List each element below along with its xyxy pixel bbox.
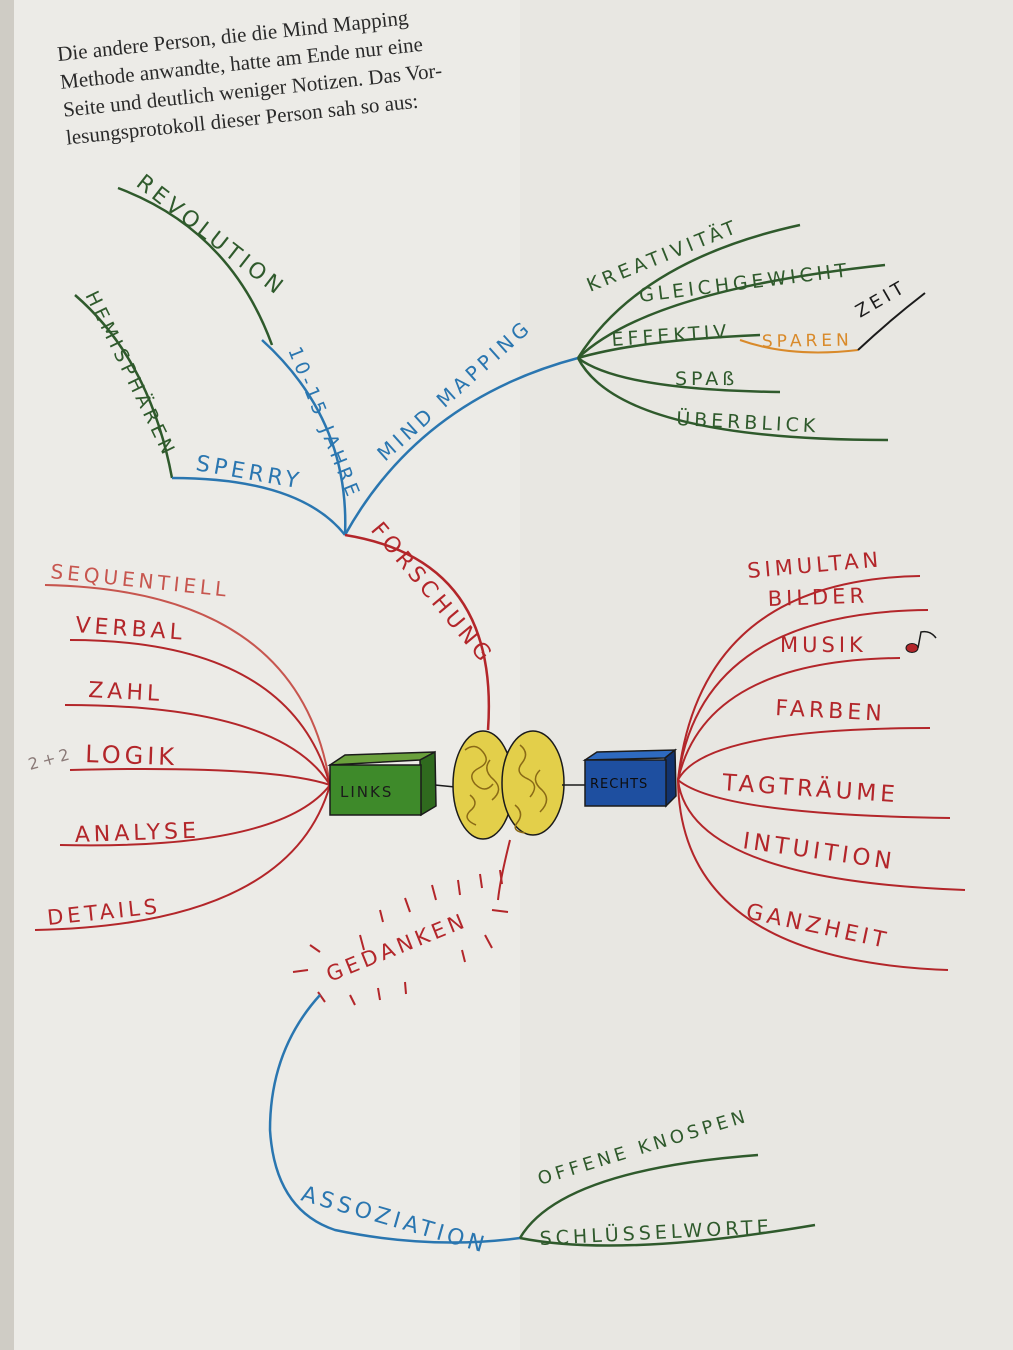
label-bilder: BILDER [767, 584, 868, 611]
music-note-icon [905, 630, 937, 653]
branch-kreativitaet [576, 223, 801, 359]
label-logik: LOGIK [85, 740, 179, 771]
label-farben: FARBEN [775, 696, 887, 727]
branch-assoziation [268, 994, 521, 1244]
branch-intuition [677, 779, 966, 891]
label-analyse: ANALYSE [74, 819, 200, 848]
connector-left [434, 784, 456, 788]
paper-shade [520, 0, 1013, 1350]
branch-gleichgewicht [577, 263, 886, 359]
branch-forschung [344, 533, 491, 731]
branch-sparen [739, 339, 859, 354]
label-rechts: RECHTS [590, 777, 648, 792]
branch-hemisphaeren [74, 294, 174, 479]
branch-sperry [171, 476, 346, 536]
branch-zeit [857, 292, 926, 351]
branch-offene-knospen [518, 1153, 759, 1239]
branch-mind-mapping [343, 356, 579, 536]
branch-spass [577, 357, 781, 394]
brain-drawing [452, 730, 565, 840]
label-links: LINKS [340, 783, 393, 801]
branch-bilder [677, 609, 929, 781]
page-edge [0, 0, 14, 1350]
branch-ueberblick [576, 357, 889, 442]
label-spass: SPAß [675, 368, 738, 390]
links-box: LINKS [327, 750, 437, 817]
gedanken-burst [292, 869, 509, 1006]
branch-sequentiell [44, 584, 331, 786]
branch-farben [677, 727, 931, 781]
branch-analyse [59, 784, 331, 847]
branch-10-15-jahre [261, 339, 347, 536]
label-musik: MUSIK [780, 633, 867, 657]
branch-details [34, 784, 331, 931]
branch-musik [677, 657, 901, 781]
branch-ganzheit [677, 779, 949, 971]
branch-simultan [677, 575, 921, 781]
right-branches: SIMULTAN BILDER MUSIK FARBEN TAGTRÄUME I… [677, 547, 966, 971]
branch-effektiv [577, 333, 761, 360]
label-zahl: ZAHL [88, 678, 164, 707]
branch-zahl [64, 704, 331, 786]
branch-gedanken-stem [497, 839, 511, 901]
branch-schluesselworte [519, 1223, 816, 1247]
rechts-box: RECHTS [582, 748, 678, 808]
branch-verbal [69, 639, 331, 786]
branch-revolution [117, 186, 274, 346]
label-sparen: SPAREN [762, 330, 853, 352]
branch-logik [69, 768, 331, 786]
branch-tagtraeume [677, 779, 951, 819]
